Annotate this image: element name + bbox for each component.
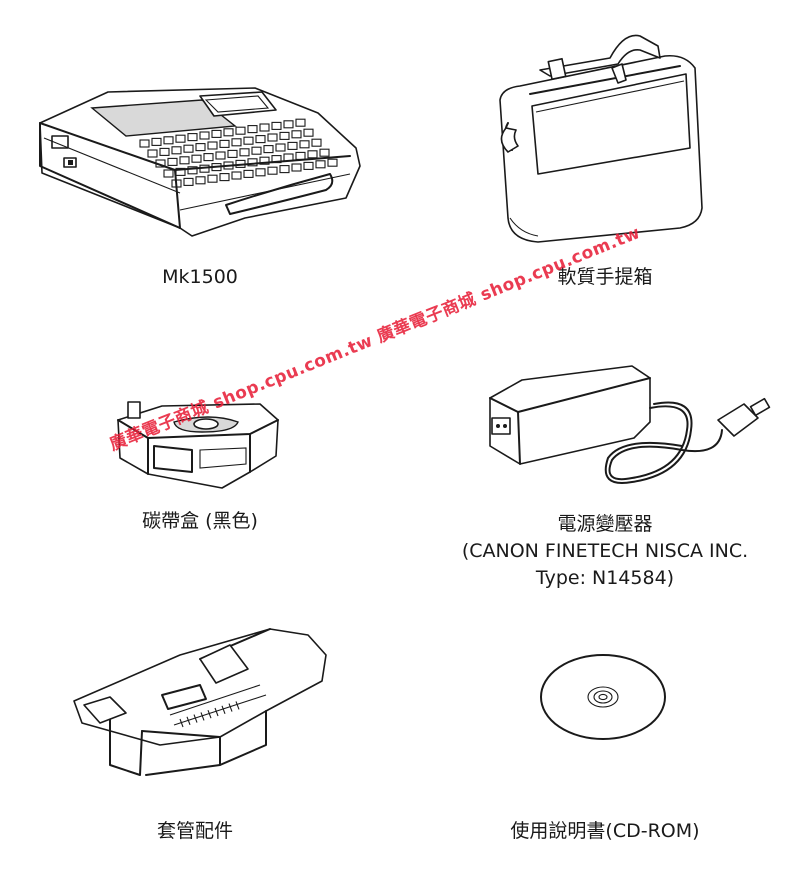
tube-attachment-icon [70, 615, 332, 780]
cd-caption: 使用說明書(CD-ROM) [470, 818, 740, 845]
cd-rom-icon [538, 653, 668, 743]
caption-line: 電源變壓器 [557, 513, 653, 535]
ribbon-cassette-icon [110, 398, 285, 493]
caption-line: (CANON FINETECH NISCA INC. [461, 540, 749, 562]
ribbon-caption: 碳帶盒 (黑色) [100, 508, 300, 535]
caption-line: 使用說明書(CD-ROM) [510, 820, 700, 842]
caption-line: Mk1500 [162, 266, 238, 288]
bag-caption: 軟質手提箱 [505, 264, 705, 291]
tube-caption: 套管配件 [95, 818, 295, 845]
caption-line: 軟質手提箱 [557, 266, 653, 288]
caption-line: 套管配件 [156, 820, 233, 842]
label-printer-icon [30, 78, 370, 240]
printer-caption: Mk1500 [100, 264, 300, 291]
caption-line: Type: N14584) [535, 567, 675, 589]
caption-line: 碳帶盒 (黑色) [142, 510, 258, 532]
carrying-case-icon [490, 28, 715, 243]
adapter-caption: 電源變壓器 (CANON FINETECH NISCA INC. Type: N… [430, 511, 780, 592]
ac-adapter-icon [482, 360, 782, 505]
